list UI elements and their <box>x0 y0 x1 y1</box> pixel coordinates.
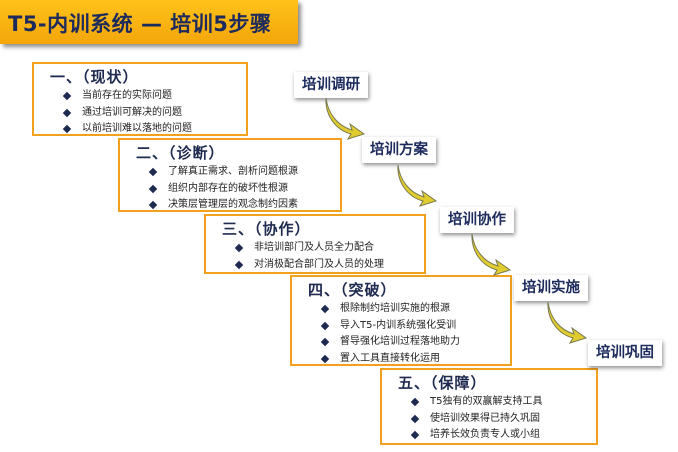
diamond-bullet-icon <box>410 414 420 423</box>
list-item: 通过培训可解决的问题 <box>62 105 192 122</box>
list-item: 导入T5-内训系统强化受训 <box>320 318 460 335</box>
step-label-5: 培训巩固 <box>588 340 662 366</box>
step-label-3: 培训协作 <box>440 207 514 233</box>
stage-box-2: 二、（诊断） 了解真正需求、剖析问题根源 组织内部存在的破坏性根源 决策层管理层… <box>118 138 342 212</box>
list-item: 了解真正需求、剖析问题根源 <box>148 164 298 181</box>
diamond-bullet-icon <box>62 124 72 134</box>
list-item: 当前存在的实际问题 <box>62 88 192 105</box>
list-item-text: 当前存在的实际问题 <box>82 90 172 101</box>
list-item: 培养长效负责专人或小组 <box>410 427 542 444</box>
stage-box-5: 五、（保障） T5独有的双赢解支持工具 使培训效果得已持久巩固 培养长效负责专人… <box>380 368 598 445</box>
list-item: 使培训效果得已持久巩固 <box>410 411 542 428</box>
list-item-text: 了解真正需求、剖析问题根源 <box>168 166 298 177</box>
list-item-text: 督导强化培训过程落地助力 <box>340 336 460 347</box>
page-title: T5-内训系统 — 培训5步骤 <box>8 12 272 36</box>
list-item: 督导强化培训过程落地助力 <box>320 334 460 351</box>
list-item: T5独有的双赢解支持工具 <box>410 394 543 411</box>
diamond-bullet-icon <box>62 108 72 117</box>
diamond-bullet-icon <box>320 337 330 347</box>
stage-item-list: 非培训部门及人员全力配合 对消极配合部门及人员的处理 <box>234 240 384 274</box>
stage-item-list: 了解真正需求、剖析问题根源 组织内部存在的破坏性根源 决策层管理层的观念制约因素 <box>148 164 298 214</box>
list-item: 以前培训难以落地的问题 <box>62 121 192 138</box>
step-label-2: 培训方案 <box>362 137 436 163</box>
stage-heading: 一、（现状） <box>50 68 139 86</box>
list-item-text: 对消极配合部门及人员的处理 <box>254 258 384 270</box>
stage-heading: 三、（协作） <box>222 220 311 238</box>
stage-box-1: 一、（现状） 当前存在的实际问题 通过培训可解决的问题 以前培训难以落地的问题 <box>32 62 248 136</box>
list-item-text: 使培训效果得已持久巩固 <box>430 412 540 424</box>
list-item-text: 培养长效负责专人或小组 <box>430 429 540 440</box>
diamond-bullet-icon <box>234 243 244 253</box>
list-item-text: 非培训部门及人员全力配合 <box>254 242 374 253</box>
diamond-bullet-icon <box>148 184 158 193</box>
title-bar: T5-内训系统 — 培训5步骤 <box>0 0 298 44</box>
list-item-text: 通过培训可解决的问题 <box>82 106 182 118</box>
list-item-text: 组织内部存在的破坏性根源 <box>168 182 288 194</box>
stage-box-4: 四、（突破） 根除制约培训实施的根源 导入T5-内训系统强化受训 督导强化培训过… <box>290 275 512 366</box>
curved-arrow-icon <box>547 301 588 344</box>
step-label-1: 培训调研 <box>294 72 368 98</box>
stage-item-list: 当前存在的实际问题 通过培训可解决的问题 以前培训难以落地的问题 <box>62 88 192 138</box>
stage-box-3: 三、（协作） 非培训部门及人员全力配合 对消极配合部门及人员的处理 <box>204 214 426 274</box>
stage-item-list: 根除制约培训实施的根源 导入T5-内训系统强化受训 督导强化培训过程落地助力 置… <box>320 301 460 368</box>
diamond-bullet-icon <box>320 304 330 314</box>
diamond-bullet-icon <box>234 260 244 269</box>
list-item-text: 导入T5-内训系统强化受训 <box>340 319 457 331</box>
stage-heading: 五、（保障） <box>398 374 487 392</box>
curved-arrow-icon <box>471 233 512 276</box>
stage-heading: 二、（诊断） <box>136 144 225 162</box>
curved-arrow-icon <box>397 164 438 207</box>
list-item-text: 以前培训难以落地的问题 <box>82 123 192 134</box>
step-label-4: 培训实施 <box>514 275 588 301</box>
diamond-bullet-icon <box>62 91 72 101</box>
list-item: 非培训部门及人员全力配合 <box>234 240 384 257</box>
list-item-text: 置入工具直接转化运用 <box>340 352 440 364</box>
list-item-text: T5独有的双赢解支持工具 <box>430 396 543 407</box>
list-item-text: 根除制约培训实施的根源 <box>340 303 450 314</box>
stage-heading: 四、（突破） <box>308 281 397 299</box>
diamond-bullet-icon <box>320 354 330 363</box>
diamond-bullet-icon <box>410 430 420 440</box>
list-item: 对消极配合部门及人员的处理 <box>234 257 384 274</box>
list-item-text: 决策层管理层的观念制约因素 <box>168 199 298 210</box>
curved-arrow-icon <box>325 97 366 140</box>
list-item: 根除制约培训实施的根源 <box>320 301 460 318</box>
stage-item-list: T5独有的双赢解支持工具 使培训效果得已持久巩固 培养长效负责专人或小组 <box>410 394 543 444</box>
list-item: 置入工具直接转化运用 <box>320 351 460 368</box>
list-item: 决策层管理层的观念制约因素 <box>148 197 298 214</box>
diamond-bullet-icon <box>148 167 158 177</box>
diamond-bullet-icon <box>410 397 420 407</box>
diamond-bullet-icon <box>320 321 330 330</box>
diamond-bullet-icon <box>148 200 158 210</box>
list-item: 组织内部存在的破坏性根源 <box>148 181 298 198</box>
